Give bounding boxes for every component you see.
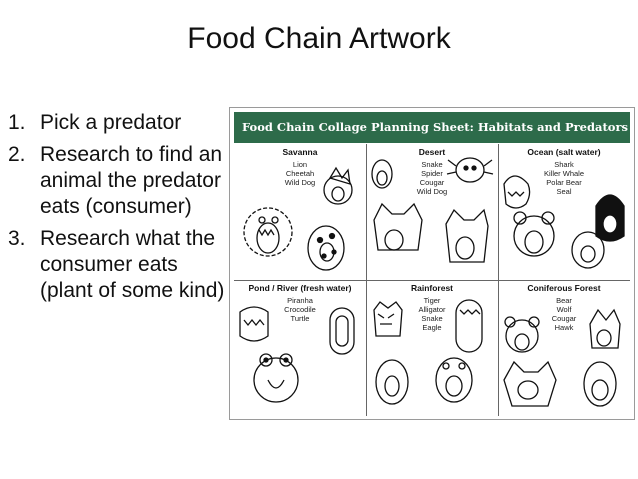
habitat-name: Pond / River (fresh water)	[248, 283, 352, 293]
step-item: 3. Research what the consumer eats (plant…	[8, 226, 228, 304]
step-item: 2. Research to find an animal the predato…	[8, 142, 228, 220]
animal-name: Bear	[556, 296, 572, 305]
rainforest-animal-drawings	[373, 299, 483, 405]
animal-name: Snake	[421, 160, 443, 169]
slide-title: Food Chain Artwork	[187, 22, 451, 55]
habitat-cell-ocean: Ocean (salt water) Shark Killer Whale Po…	[498, 144, 630, 280]
animal-name: Polar Bear	[546, 178, 582, 187]
step-text: Research to find an animal the predator …	[40, 143, 223, 218]
animal-name: Wild Dog	[416, 187, 448, 196]
animal-name: Shark	[554, 160, 574, 169]
animal-name: Wolf	[556, 305, 572, 314]
animal-name: Killer Whale	[543, 169, 584, 178]
animal-name: Spider	[421, 169, 443, 178]
habitat-animals: Lion Cheetah Wild Dog	[234, 160, 366, 187]
habitat-cell-desert: Desert Snake Spider Cougar Wild Dog	[366, 144, 498, 280]
animal-name: Cheetah	[285, 169, 315, 178]
step-number: 2.	[8, 143, 26, 166]
forest-animal-drawings	[503, 308, 621, 407]
grid-divider	[234, 280, 630, 281]
animal-name: Seal	[556, 187, 572, 196]
habitat-animals: Bear Wolf Cougar Hawk	[498, 296, 630, 332]
habitat-name: Savanna	[282, 147, 318, 157]
steps-list: 1. Pick a predator 2. Research to find an …	[8, 110, 228, 310]
animal-name: Wild Dog	[284, 178, 316, 187]
animal-name: Cougar	[551, 314, 577, 323]
step-item: 1. Pick a predator	[8, 110, 228, 136]
habitat-animals: Shark Killer Whale Polar Bear Seal	[498, 160, 630, 196]
animal-name: Cougar	[419, 178, 445, 187]
habitat-cell-savanna: Savanna Lion Cheetah Wild Dog	[234, 144, 366, 280]
habitat-name: Ocean (salt water)	[527, 147, 601, 157]
pond-animal-drawings	[239, 306, 355, 403]
ocean-animal-drawings	[503, 175, 625, 269]
habitat-animals: Snake Spider Cougar Wild Dog	[366, 160, 498, 196]
habitat-cell-coniferous-forest: Coniferous Forest Bear Wolf Cougar Hawk	[498, 280, 630, 416]
savanna-animal-drawings	[243, 166, 353, 271]
animal-name: Snake	[421, 314, 443, 323]
animal-name: Hawk	[554, 323, 574, 332]
desert-animal-drawings	[371, 157, 494, 263]
step-number: 1.	[8, 111, 26, 134]
animal-name: Piranha	[287, 296, 313, 305]
animal-name: Eagle	[422, 323, 442, 332]
animal-name: Alligator	[418, 305, 446, 314]
habitat-name: Desert	[418, 147, 446, 157]
animal-name: Crocodile	[284, 305, 316, 314]
step-text: Pick a predator	[40, 111, 182, 134]
step-text: Research what the consumer eats (plant o…	[40, 227, 225, 302]
habitat-cell-rainforest: Rainforest Tiger Alligator Snake Eagle	[366, 280, 498, 416]
planning-sheet-image: Food Chain Collage Planning Sheet: Habit…	[229, 107, 635, 420]
habitat-grid: Savanna Lion Cheetah Wild Dog	[234, 144, 630, 416]
habitat-cell-pond-river: Pond / River (fresh water) Piranha Croco…	[234, 280, 366, 416]
habitat-animals: Tiger Alligator Snake Eagle	[366, 296, 498, 332]
planning-sheet-header: Food Chain Collage Planning Sheet: Habit…	[234, 112, 630, 143]
habitat-animals: Piranha Crocodile Turtle	[234, 296, 366, 323]
animal-name: Tiger	[423, 296, 441, 305]
habitat-name: Rainforest	[410, 283, 454, 293]
habitat-name: Coniferous Forest	[527, 283, 601, 293]
animal-name: Turtle	[290, 314, 310, 323]
step-number: 3.	[8, 227, 26, 250]
animal-name: Lion	[292, 160, 308, 169]
